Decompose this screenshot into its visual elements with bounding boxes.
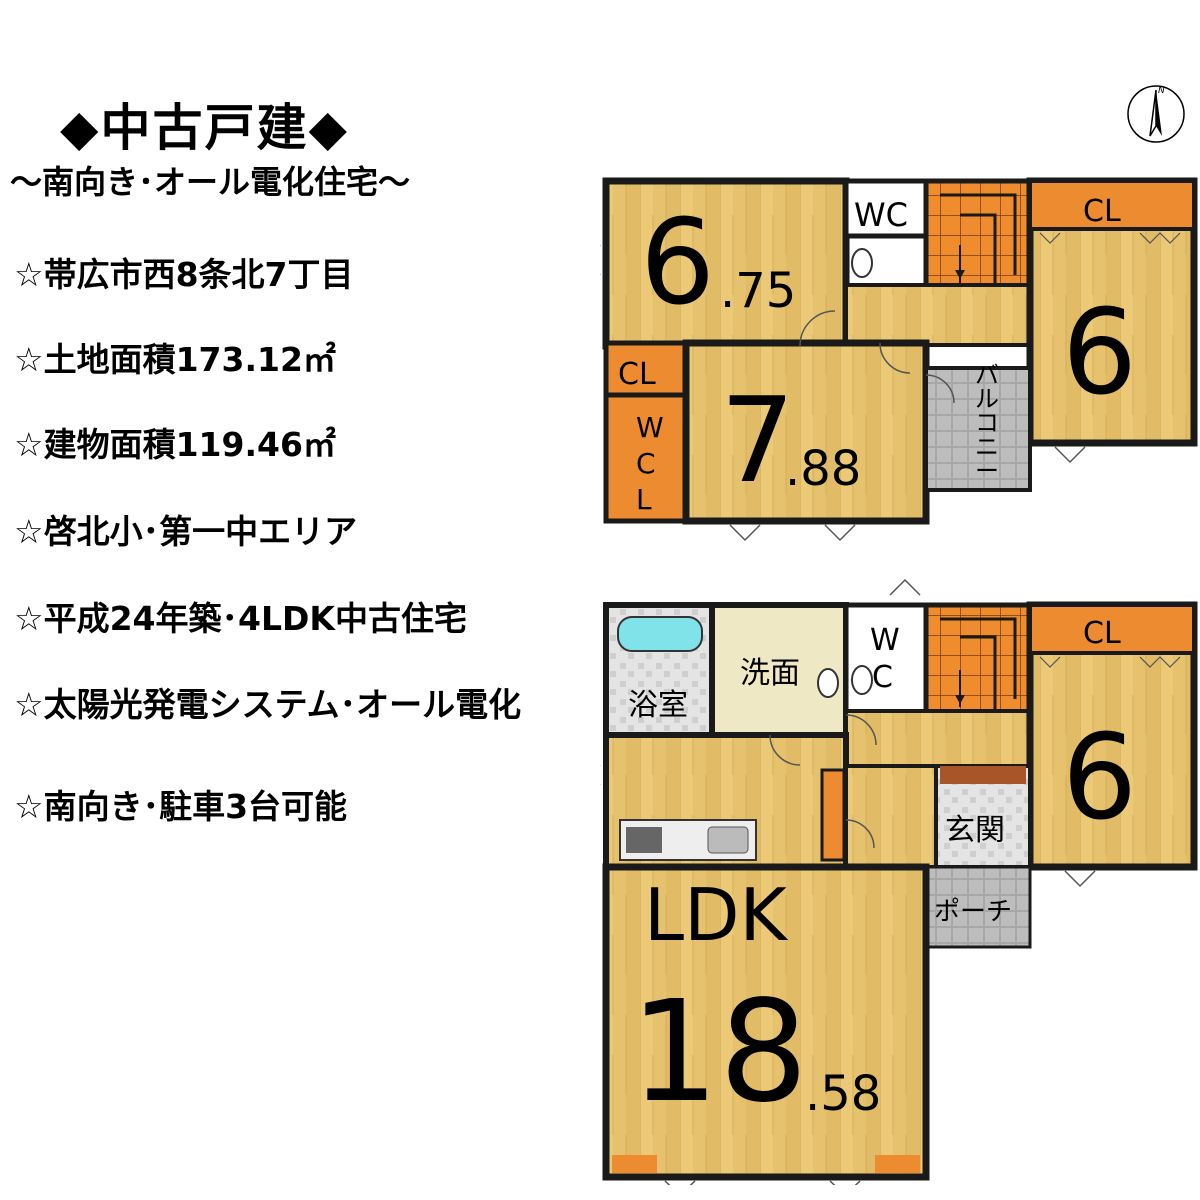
pantry xyxy=(820,768,846,862)
feature-land-area: ☆土地面積173.12㎡ xyxy=(14,340,336,379)
compass-icon: N xyxy=(1127,85,1185,143)
feature-building-area: ☆建物面積119.46㎡ xyxy=(14,425,336,464)
room-6-lower-size: 6 xyxy=(1062,708,1137,846)
balcony-label-5: ー xyxy=(975,457,999,485)
room-6-75-size-decimal: .75 xyxy=(720,263,796,319)
shoe-box xyxy=(940,766,1026,784)
feature-address: ☆帯広市西8条北7丁目 xyxy=(14,255,354,294)
ldk-size-main: 18 xyxy=(630,971,808,1134)
feature-solar: ☆太陽光発電システム･オール電化 xyxy=(14,685,522,724)
closet-lower-label: CL xyxy=(1083,616,1121,651)
balcony-label-3: コ xyxy=(975,409,999,437)
ldk-label: LDK xyxy=(644,873,789,957)
compass-north-label: N xyxy=(1158,86,1165,96)
closet-upper-left-label: CL xyxy=(618,357,656,392)
hallway-lower xyxy=(844,709,1032,768)
balcony xyxy=(924,366,1032,492)
genkan-label: 玄関 xyxy=(945,813,1005,848)
ldk-corner-left xyxy=(612,1155,657,1173)
balcony-label-1: バ xyxy=(975,361,999,389)
first-floor: 浴室 洗面 W C CL 6 玄関 ポーチ LDK 18 .58 xyxy=(600,578,1198,1185)
wcl-label-c: C xyxy=(636,447,656,480)
wcl-label-w: W xyxy=(636,411,664,444)
balcony-label-2: ル xyxy=(975,385,999,413)
porch-label: ポーチ xyxy=(934,897,1012,927)
room-7-88-size-decimal: .88 xyxy=(785,441,861,497)
floor-plan: 6 .75 7 .88 6 WC CL CL W C L バ ル コ ニ ー xyxy=(600,177,1198,1185)
toilet-icon xyxy=(851,248,873,278)
ldk xyxy=(602,863,930,1181)
room-6-75-size-main: 6 xyxy=(640,193,715,331)
closet-upper-right xyxy=(1028,179,1196,231)
walk-in-closet xyxy=(603,392,689,524)
page-title: ◆中古戸建◆ xyxy=(60,99,349,157)
bathtub-icon xyxy=(617,616,703,652)
wc-lower xyxy=(843,602,929,716)
second-floor: 6 .75 7 .88 6 WC CL CL W C L バ ル コ ニ ー xyxy=(600,177,1198,542)
ldk-corner-right xyxy=(875,1155,920,1173)
staircase-lower xyxy=(923,602,1033,716)
closet-lower xyxy=(1028,603,1196,655)
hallway-upper xyxy=(844,283,1032,347)
wc-lower-label-c: C xyxy=(872,660,893,695)
wc-lower-label-w: W xyxy=(870,623,900,658)
room-7-88-size-main: 7 xyxy=(720,371,795,509)
stove-icon xyxy=(626,827,662,853)
room-6-upper-size: 6 xyxy=(1062,283,1137,421)
wc-upper xyxy=(843,178,929,239)
porch xyxy=(924,865,1032,949)
washroom-label: 洗面 xyxy=(740,656,800,691)
closet-upper-right-label: CL xyxy=(1083,194,1121,229)
feature-school-area: ☆啓北小･第一中エリア xyxy=(14,512,358,551)
room-7-88 xyxy=(682,339,930,525)
wc-upper-label: WC xyxy=(854,196,908,234)
bathroom-label: 浴室 xyxy=(628,688,688,723)
page-subtitle: ～南向き･オール電化住宅～ xyxy=(10,163,411,201)
ldk-size-decimal: .58 xyxy=(805,1066,881,1122)
feature-built-year: ☆平成24年築･4LDK中古住宅 xyxy=(14,599,467,638)
wcl-label-l: L xyxy=(636,483,652,516)
balcony-label-4: ニ xyxy=(975,433,999,461)
kitchen-sink-icon xyxy=(707,826,749,854)
entrance-hall xyxy=(844,764,938,869)
toilet-lower-icon xyxy=(851,665,873,695)
sink-icon xyxy=(817,668,839,698)
feature-parking: ☆南向き･駐車3台可能 xyxy=(14,787,348,826)
